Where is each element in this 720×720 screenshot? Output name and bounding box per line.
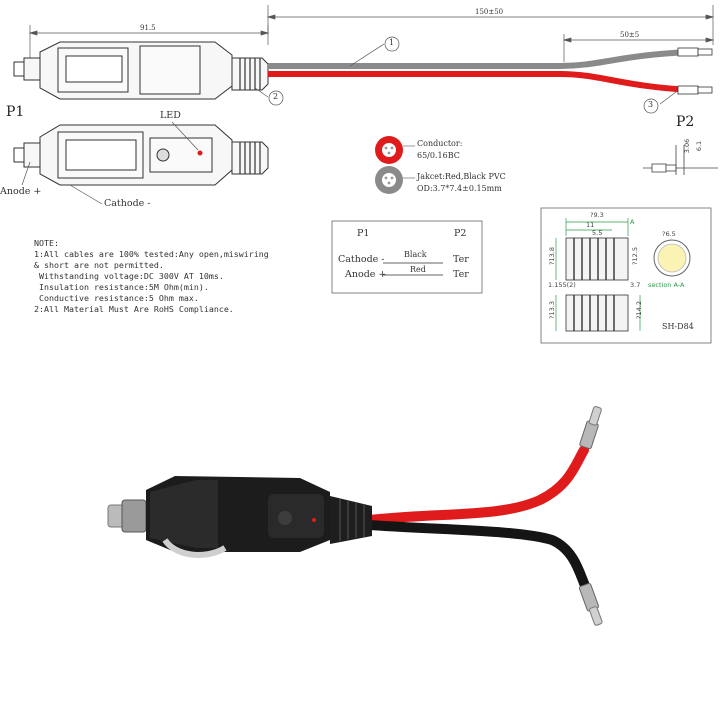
table-p2-header: P2 <box>454 228 467 239</box>
dimension-overall <box>266 5 715 45</box>
table-row1-right: Ter <box>453 254 469 265</box>
detail-dim-11: 11 <box>586 221 595 229</box>
callout-2 <box>254 87 284 106</box>
table-row1-left: Cathode - <box>338 254 385 265</box>
red-wire <box>365 445 589 525</box>
product-photo <box>107 406 603 626</box>
detail-dim-top: ?9.3 <box>590 211 604 219</box>
terminal-top <box>677 47 713 57</box>
cathode-label: Cathode - <box>104 198 151 209</box>
conductor-line2: 65/0.16BC <box>417 151 460 160</box>
note-line-5: Conductive resistance:5 Ohm max. <box>34 293 199 303</box>
note-block: NOTE: 1:All cables are 100% tested:Any o… <box>34 238 269 315</box>
p2-label: P2 <box>676 114 695 130</box>
p2-dim-a: 3.06 <box>683 138 692 154</box>
led-leader <box>171 121 199 151</box>
cable-red <box>268 71 691 93</box>
detail-dim-left2: ?14.2 <box>634 301 643 319</box>
table-row2-left: Anode + <box>345 269 387 280</box>
note-line-4: Insulation resistance:5M Ohm(min). <box>34 282 209 292</box>
callout-1-label: 1 <box>389 38 395 47</box>
dimension-plug <box>28 25 270 58</box>
note-line-6: 2:All Material Must Are RoHS Compliance. <box>34 304 234 314</box>
detail-dim-phi: ?6.5 <box>662 230 676 238</box>
callout-1 <box>349 36 400 67</box>
black-wire <box>365 520 591 593</box>
dim-plug-label: 91.5 <box>140 24 156 32</box>
detail-dim-left4: ?12.5 <box>630 247 639 265</box>
callout-3 <box>643 91 677 114</box>
detail-dim-a: A <box>630 218 635 226</box>
dim-overall-label: 150±50 <box>475 8 504 16</box>
cathode-leader <box>69 184 103 205</box>
note-line-3: Withstanding voltage:DC 300V AT 10ms. <box>34 271 224 281</box>
detail-dim-55: 5.5 <box>592 229 603 237</box>
led-label: LED <box>160 110 181 121</box>
p2-terminal-drawing <box>643 145 718 175</box>
wiring-table-frame <box>331 220 483 294</box>
cable-gray <box>268 49 691 69</box>
detail-dim-37: 3.7 <box>630 281 641 289</box>
anode-leader <box>21 161 31 186</box>
detail-dim-left1: ?13.3 <box>547 301 556 319</box>
p1-label: P1 <box>6 104 25 120</box>
dimension-strip <box>562 34 715 62</box>
table-row2-wire: Red <box>410 265 426 274</box>
note-title: NOTE: <box>34 238 59 248</box>
callout-3-label: 3 <box>648 100 654 109</box>
detail-part-no: SH-D84 <box>662 322 694 331</box>
detail-dim-left3: ?13.8 <box>547 247 556 265</box>
technical-drawing <box>13 5 718 344</box>
anode-label: Anode + <box>0 186 42 197</box>
dim-strip-label: 50±5 <box>620 31 640 39</box>
note-line-2: & short are not permitted. <box>34 260 164 270</box>
photo-terminal-top <box>579 406 602 450</box>
detail-dim-1155: 1.155(2) <box>548 281 576 289</box>
plug-side-view <box>13 41 269 100</box>
jacket-line1: Jakcet:Red,Black PVC <box>417 172 506 181</box>
detail-section-label: section A-A <box>648 281 685 289</box>
photo-plug <box>107 476 372 558</box>
table-row2-right: Ter <box>453 269 469 280</box>
photo-terminal-bottom <box>578 582 603 626</box>
conductor-gray-section <box>375 166 403 194</box>
conductor-line1: Conductor: <box>417 139 463 148</box>
table-row1-wire: Black <box>404 250 427 259</box>
jacket-line2: OD:3.7*7.4±0.15mm <box>417 184 502 193</box>
callout-2-label: 2 <box>273 92 279 101</box>
note-line-1: 1:All cables are 100% tested:Any open,mi… <box>34 249 269 259</box>
plug-led-view <box>13 124 269 186</box>
p2-dim-b: 6.1 <box>695 140 704 152</box>
detail-drawing <box>540 207 712 344</box>
terminal-bottom <box>677 85 713 95</box>
table-p1-header: P1 <box>357 228 370 239</box>
conductor-red-section <box>375 136 403 164</box>
